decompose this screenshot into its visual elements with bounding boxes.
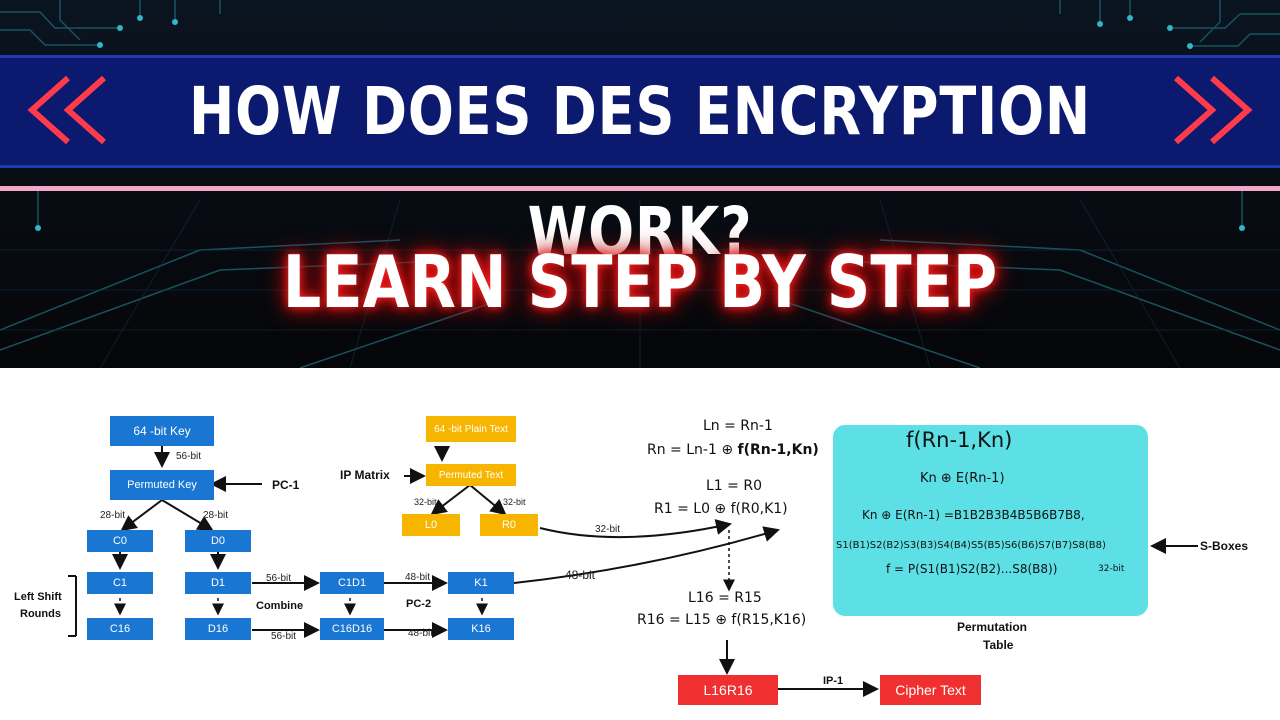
c-bits-label: 28-bit — [100, 510, 126, 521]
k1-box: K1 — [448, 572, 514, 594]
c16d16-box: C16D16 — [320, 618, 384, 640]
l-bits-label: 32-bit — [414, 497, 437, 507]
function-bits-label: 32-bit — [1098, 564, 1125, 574]
key-box: 64 -bit Key — [110, 416, 214, 446]
pc2-label: PC-2 — [406, 598, 432, 610]
combine-label: Combine — [256, 600, 304, 612]
d16-box: D16 — [185, 618, 251, 640]
page-title: HOW DOES DES ENCRYPTION WORK? — [188, 73, 1092, 270]
divider-line — [0, 186, 1280, 191]
double-chevron-left-icon — [27, 75, 106, 145]
function-line-3: S1(B1)S2(B2)S3(B3)S4(B4)S5(B5)S6(B6)S7(B… — [836, 540, 1106, 551]
rn-equation: Rn = Ln-1 ⊕ f(Rn-1,Kn) — [647, 442, 819, 458]
permutation-label: Permutation — [957, 620, 1028, 634]
des-diagram: 64 -bit Key 56-bit Permuted Key PC-1 28-… — [0, 368, 1280, 720]
banner: HOW DOES DES ENCRYPTION WORK? LEARN STEP… — [0, 0, 1280, 368]
r16-equation: R16 = L15 ⊕ f(R15,K16) — [637, 612, 807, 628]
cipher-text-box: Cipher Text — [880, 675, 981, 705]
page-subtitle: LEARN STEP BY STEP — [282, 240, 998, 324]
left-shift-label: Left Shift — [14, 591, 62, 603]
function-line-4: f = P(S1(B1)S2(B2)...S8(B8)) — [886, 562, 1058, 576]
ip-matrix-label: IP Matrix — [340, 468, 390, 482]
function-title: f(Rn-1,Kn) — [906, 428, 1013, 452]
r1-equation: R1 = L0 ⊕ f(R0,K1) — [654, 501, 788, 517]
c1d1-box: C1D1 — [320, 572, 384, 594]
rn-equation-prefix: Rn = Ln-1 ⊕ — [647, 442, 738, 458]
l16-equation: L16 = R15 — [688, 590, 762, 606]
r-bits-label: 32-bit — [503, 497, 526, 507]
function-line-2: Kn ⊕ E(Rn-1) =B1B2B3B4B5B6B7B8, — [862, 508, 1085, 522]
k16-bits-label: 48-bit — [408, 628, 434, 639]
permuted-text-box: Permuted Text — [426, 464, 516, 486]
l1-equation: L1 = R0 — [706, 478, 762, 494]
function-box — [833, 425, 1148, 616]
title-bar — [0, 55, 1280, 168]
pc1-label: PC-1 — [272, 478, 300, 492]
l16r16-box: L16R16 — [678, 675, 778, 705]
c1-box: C1 — [87, 572, 153, 594]
ln-equation: Ln = Rn-1 — [703, 418, 773, 434]
rn-equation-function: f(Rn-1,Kn) — [737, 442, 819, 458]
c16-box: C16 — [87, 618, 153, 640]
plain-text-box: 64 -bit Plain Text — [426, 416, 516, 442]
key-bits-label: 56-bit — [176, 451, 202, 462]
l0-box: L0 — [402, 514, 460, 536]
d1-box: D1 — [185, 572, 251, 594]
k16-box: K16 — [448, 618, 514, 640]
k1-bits-label: 48-bit — [405, 572, 431, 583]
r0-out-bits-label: 32-bit — [595, 524, 621, 535]
connector-lines — [68, 446, 1198, 697]
table-label: Table — [983, 638, 1014, 652]
k1-out-bits-label: 48-bit — [565, 568, 596, 582]
permuted-key-box: Permuted Key — [110, 470, 214, 500]
r0-box: R0 — [480, 514, 538, 536]
double-chevron-right-icon — [1174, 75, 1253, 145]
ip-inverse-label: IP-1 — [823, 675, 844, 687]
s-boxes-label: S-Boxes — [1200, 539, 1249, 553]
d-bits-label: 28-bit — [203, 510, 229, 521]
function-line-1: Kn ⊕ E(Rn-1) — [920, 471, 1005, 486]
c0-box: C0 — [87, 530, 153, 552]
rounds-label: Rounds — [20, 608, 61, 620]
c1d1-bits-label: 56-bit — [266, 573, 292, 584]
d0-box: D0 — [185, 530, 251, 552]
c16d16-bits-label: 56-bit — [271, 631, 297, 642]
